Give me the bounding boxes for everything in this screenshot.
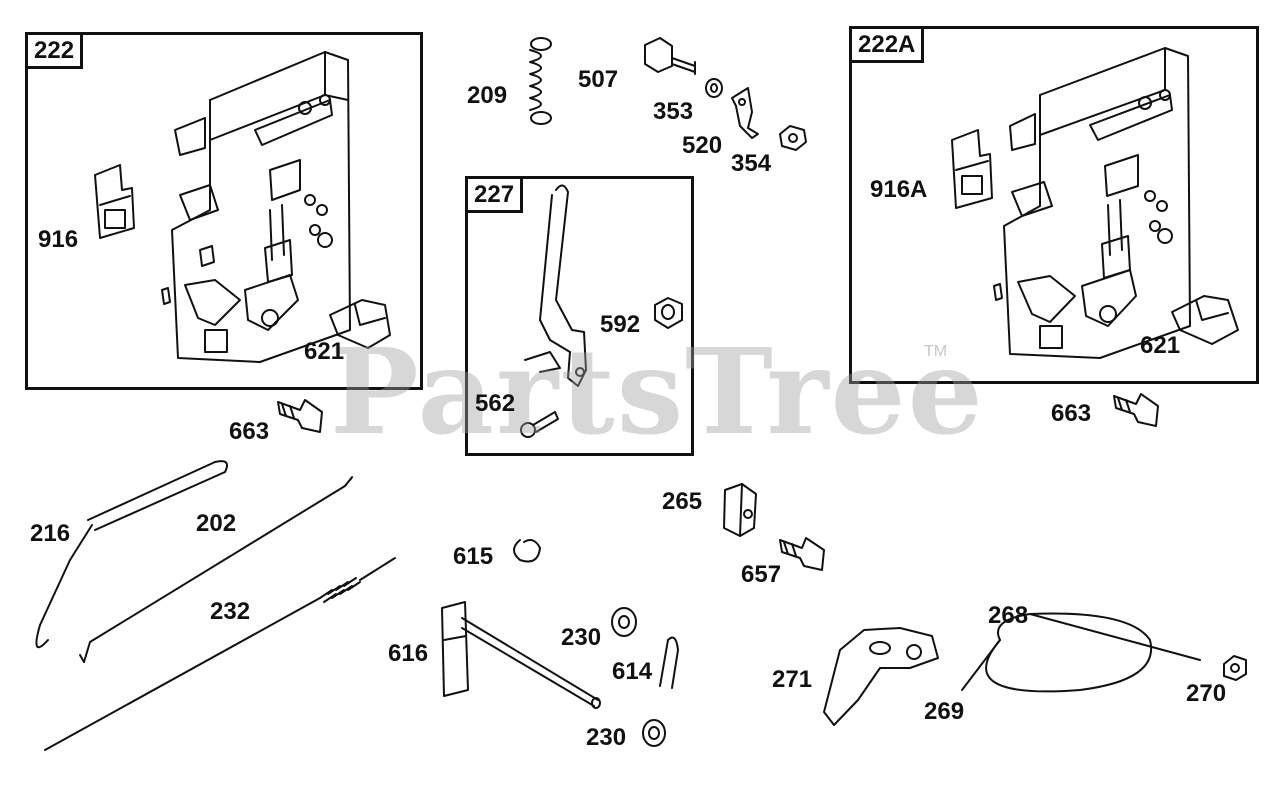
callout-916a: 916A: [870, 176, 928, 203]
callout-216: 216: [30, 520, 71, 547]
callout-663-left: 663: [229, 418, 270, 445]
assembly-box-222a: 222A: [849, 26, 1259, 384]
part-353: [705, 78, 723, 98]
part-615: [513, 539, 541, 563]
part-916a: [951, 129, 993, 209]
part-507: [644, 37, 696, 75]
part-621-left: [329, 299, 391, 349]
callout-271: 271: [772, 666, 813, 693]
callout-616: 616: [388, 640, 429, 667]
callout-232: 232: [210, 598, 251, 625]
assembly-box-227: 227: [465, 176, 694, 456]
part-230-washer-top: [611, 607, 637, 637]
part-227-lever: [524, 184, 587, 387]
part-621-right: [1171, 295, 1239, 345]
part-562: [520, 411, 559, 438]
part-209-spring: [529, 37, 552, 125]
callout-354: 354: [731, 150, 772, 177]
callout-657: 657: [741, 561, 782, 588]
callout-230-top: 230: [561, 624, 602, 651]
part-663-left: [277, 399, 323, 433]
callout-592: 592: [600, 311, 641, 338]
part-268-cable: [961, 612, 1201, 693]
watermark: PartsTree: [330, 322, 985, 461]
part-657-bolt: [779, 537, 825, 571]
part-265-bracket: [723, 483, 757, 537]
part-916: [94, 164, 135, 239]
callout-270: 270: [1186, 680, 1227, 707]
control-plate-right: [993, 47, 1191, 359]
part-216-rod: [35, 460, 228, 649]
callout-268: 268: [988, 602, 1029, 629]
callout-562: 562: [475, 390, 516, 417]
box-label-222a: 222A: [852, 29, 925, 63]
callout-230-bottom: 230: [586, 724, 627, 751]
callout-520: 520: [682, 132, 723, 159]
callout-269: 269: [924, 698, 965, 725]
part-614-pin: [659, 636, 679, 689]
part-270-nut: [1223, 655, 1247, 681]
part-592: [654, 297, 683, 329]
callout-353: 353: [653, 98, 694, 125]
callout-916: 916: [38, 226, 79, 253]
part-616-shaft: [441, 601, 601, 709]
callout-507: 507: [578, 66, 619, 93]
callout-621-left: 621: [304, 338, 345, 365]
part-232-rod: [44, 557, 396, 751]
assembly-box-222: 222: [25, 32, 423, 390]
callout-621-right: 621: [1140, 332, 1181, 359]
part-271-bracket: [823, 627, 939, 726]
callout-209: 209: [467, 82, 508, 109]
part-202-link: [79, 476, 354, 663]
part-230-washer-bottom: [642, 719, 666, 747]
callout-615: 615: [453, 543, 494, 570]
callout-265: 265: [662, 488, 703, 515]
callout-663-right: 663: [1051, 400, 1092, 427]
part-520: [731, 87, 759, 139]
callout-614: 614: [612, 658, 653, 685]
part-663-right: [1113, 393, 1159, 427]
part-354: [779, 125, 807, 151]
box-label-227: 227: [468, 179, 524, 213]
control-plate-left: [161, 51, 351, 363]
callout-202: 202: [196, 510, 237, 537]
trademark-mark: TM: [924, 343, 948, 360]
box-label-222: 222: [28, 35, 84, 69]
